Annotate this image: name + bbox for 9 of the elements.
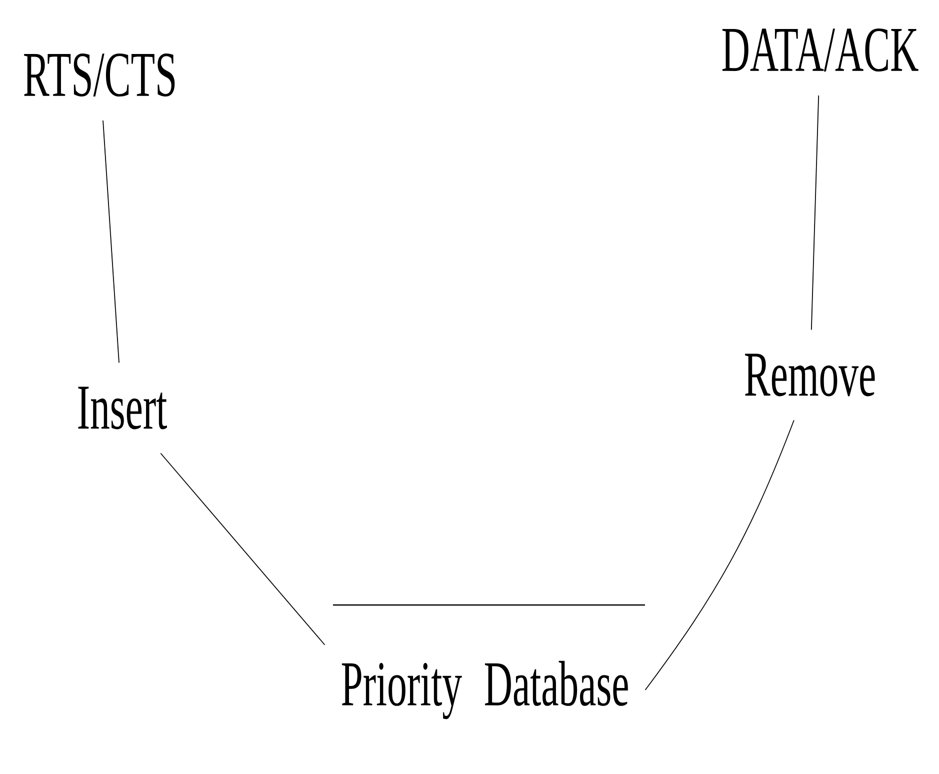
connector-line (644, 420, 794, 690)
connector-line (160, 452, 326, 646)
connector-line (810, 95, 820, 330)
protocol-label: DATA/ACK (722, 28, 918, 72)
datastore-label: Priority Database (333, 604, 645, 720)
process-label: Remove (745, 354, 875, 396)
protocol-label: RTS/CTS (24, 54, 175, 96)
process-label: Insert (78, 386, 167, 430)
connector-line (102, 120, 120, 364)
